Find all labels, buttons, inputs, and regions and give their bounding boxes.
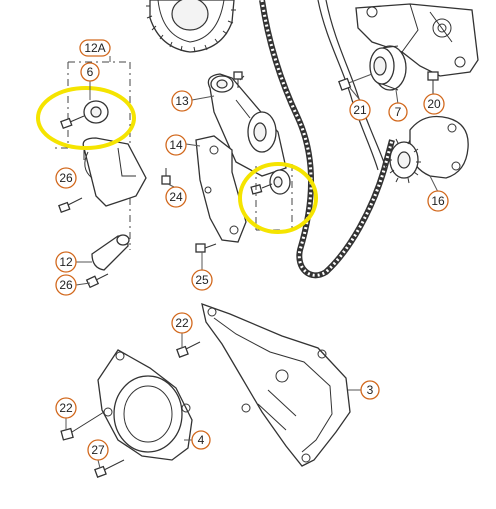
tensioner-assembly <box>52 61 147 250</box>
callout-26-lower: 26 <box>55 274 77 296</box>
svg-text:12A: 12A <box>84 41 105 55</box>
svg-text:22: 22 <box>175 316 189 330</box>
bolt-22-lower <box>60 411 105 441</box>
svg-text:16: 16 <box>431 194 445 208</box>
svg-text:20: 20 <box>427 97 441 111</box>
callout-12a: 12A <box>79 39 111 57</box>
highlight-ellipse-left <box>36 86 136 150</box>
callout-27: 27 <box>87 439 109 461</box>
callout-16: 16 <box>427 190 449 212</box>
camshaft-sprocket <box>146 0 236 53</box>
svg-text:27: 27 <box>91 443 105 457</box>
water-pump <box>387 115 469 184</box>
callout-25: 25 <box>191 269 213 291</box>
svg-text:14: 14 <box>169 138 183 152</box>
svg-text:4: 4 <box>198 433 205 447</box>
callout-20: 20 <box>423 93 445 115</box>
bolt-27 <box>94 459 125 478</box>
timing-belt <box>259 0 395 279</box>
mounting-plate <box>195 135 247 243</box>
highlight-ellipse-right <box>238 162 318 234</box>
svg-text:6: 6 <box>87 65 94 79</box>
callout-26-upper: 26 <box>55 167 77 189</box>
svg-text:25: 25 <box>195 273 209 287</box>
bolt-22-upper <box>176 341 201 358</box>
svg-text:7: 7 <box>395 105 402 119</box>
callout-3: 3 <box>360 380 380 400</box>
timing-belt-cover-lower <box>97 349 193 461</box>
callout-21: 21 <box>349 99 371 121</box>
callout-12: 12 <box>55 251 77 273</box>
svg-text:24: 24 <box>169 190 183 204</box>
timing-belt-cover-upper <box>201 302 351 467</box>
engine-bracket <box>355 3 479 77</box>
bolt-20 <box>427 71 439 96</box>
tensioner-arm <box>207 73 287 177</box>
svg-text:26: 26 <box>59 278 73 292</box>
bolt-24 <box>161 168 171 185</box>
svg-text:22: 22 <box>59 401 73 415</box>
tensioner-bolt <box>233 71 243 88</box>
bolt-26-lower <box>85 273 109 289</box>
callout-7: 7 <box>388 102 408 122</box>
idler-pulley <box>369 45 407 91</box>
callout-13: 13 <box>171 90 193 112</box>
guide-sleeve <box>70 234 130 271</box>
callout-22-upper: 22 <box>171 312 193 334</box>
bolt-21 <box>338 73 373 91</box>
callout-24: 24 <box>165 186 187 208</box>
svg-text:12: 12 <box>59 255 73 269</box>
callout-6: 6 <box>80 62 100 82</box>
bolt-26-upper <box>58 197 83 214</box>
callout-4: 4 <box>191 430 211 450</box>
callout-14: 14 <box>165 134 187 156</box>
svg-text:26: 26 <box>59 171 73 185</box>
idler-roller <box>250 164 293 232</box>
bolt-25 <box>195 243 217 253</box>
svg-text:3: 3 <box>367 383 374 397</box>
svg-text:13: 13 <box>175 94 189 108</box>
callout-22-lower: 22 <box>55 397 77 419</box>
svg-text:21: 21 <box>353 103 367 117</box>
